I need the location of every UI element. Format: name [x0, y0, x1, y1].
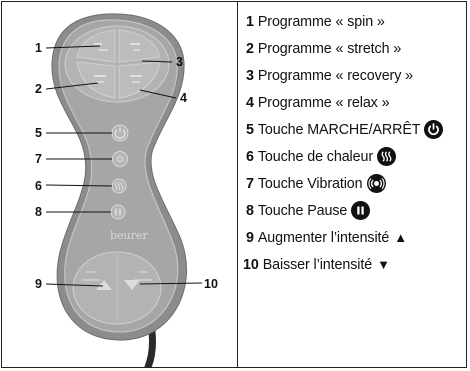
power-button[interactable]	[112, 125, 128, 141]
legend-number: 10	[243, 254, 259, 276]
power-icon	[424, 120, 443, 139]
legend-number: 6	[246, 146, 254, 168]
callout-6: 6	[35, 179, 42, 193]
legend-item: 10 Baisser l’intensité ▼	[243, 251, 466, 278]
callout-9: 9	[35, 277, 42, 291]
brand-logo: beurer	[110, 229, 148, 242]
remote-illustration: beurer 1 2 3 4 5 7 6 8 9 10	[2, 2, 236, 367]
legend-label: Touche Vibration	[258, 173, 363, 195]
callout-1: 1	[35, 41, 42, 55]
heat-icon	[377, 147, 396, 166]
callout-5: 5	[35, 126, 42, 140]
vibration-button[interactable]	[113, 152, 128, 167]
legend-number: 8	[246, 200, 254, 222]
triangle-down-icon: ▼	[377, 254, 390, 276]
legend-number: 5	[246, 119, 254, 141]
legend-item: 9 Augmenter l’intensité ▲	[246, 224, 466, 251]
legend-item: 1 Programme « spin »	[246, 8, 466, 35]
legend-item: 5 Touche MARCHE/ARRÊT	[246, 116, 466, 143]
callout-8: 8	[35, 205, 42, 219]
legend-item: 7 Touche Vibration	[246, 170, 466, 197]
heat-button[interactable]	[112, 179, 126, 193]
legend-number: 9	[246, 227, 254, 249]
callout-2: 2	[35, 82, 42, 96]
column-divider	[237, 1, 238, 368]
legend-label: Touche MARCHE/ARRÊT	[258, 119, 421, 141]
pause-button[interactable]	[111, 205, 125, 219]
program-pad	[65, 26, 169, 102]
legend-number: 3	[246, 65, 254, 87]
callout-3: 3	[176, 55, 183, 69]
legend-label: Programme « spin »	[258, 11, 385, 33]
triangle-up-icon: ▲	[394, 227, 407, 249]
legend-item: 4 Programme « relax »	[246, 89, 466, 116]
intensity-pad	[73, 252, 161, 324]
legend-number: 1	[246, 11, 254, 33]
pause-icon	[351, 201, 370, 220]
legend-label: Programme « recovery »	[258, 65, 413, 87]
callout-10: 10	[204, 277, 218, 291]
vibration-icon	[367, 174, 386, 193]
legend-list: 1 Programme « spin » 2 Programme « stret…	[246, 8, 466, 278]
legend-number: 2	[246, 38, 254, 60]
legend-label: Touche Pause	[258, 200, 347, 222]
legend-label: Baisser l’intensité	[263, 254, 372, 276]
legend-number: 7	[246, 173, 254, 195]
legend-label: Programme « stretch »	[258, 38, 401, 60]
legend-label: Touche de chaleur	[258, 146, 373, 168]
legend-item: 2 Programme « stretch »	[246, 35, 466, 62]
legend-item: 6 Touche de chaleur	[246, 143, 466, 170]
callout-4: 4	[180, 91, 187, 105]
legend-item: 8 Touche Pause	[246, 197, 466, 224]
legend-label: Programme « relax »	[258, 92, 390, 114]
legend-number: 4	[246, 92, 254, 114]
legend-label: Augmenter l’intensité	[258, 227, 389, 249]
legend-item: 3 Programme « recovery »	[246, 62, 466, 89]
remote-cable	[148, 332, 153, 367]
callout-7: 7	[35, 152, 42, 166]
